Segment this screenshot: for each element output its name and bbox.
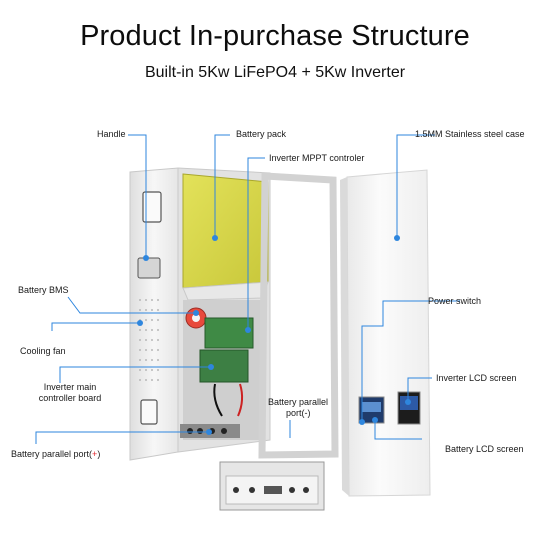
- label-steel-case: 1.5MM Stainless steel case: [415, 129, 525, 139]
- label-battery-parallel-minus: Battery parallel port(-): [268, 397, 348, 419]
- battery-pack-block: [182, 173, 269, 301]
- leader-lines: [35, 134, 460, 444]
- label-battery-parallel-minus-line2: port(-): [286, 408, 311, 418]
- label-battery-pack: Battery pack: [236, 129, 287, 139]
- handle-bottom-icon: [140, 399, 158, 425]
- label-battery-lcd: Battery LCD screen: [445, 444, 524, 454]
- page-subtitle: Built-in 5Kw LiFePO4 + 5Kw Inverter: [144, 64, 406, 81]
- plus-sign: +: [92, 449, 98, 459]
- label-inverter-main-line1: Inverter main: [43, 382, 97, 392]
- label-inverter-mppt: Inverter MPPT controler: [269, 153, 365, 163]
- label-inverter-main: Inverter main controller board: [35, 382, 105, 404]
- label-battery-parallel-plus-suffix: ): [97, 449, 101, 459]
- label-battery-parallel-minus-line1: Battery parallel: [268, 397, 329, 407]
- label-battery-parallel-plus: Battery parallel port(+): [11, 449, 100, 460]
- door-frame: [258, 172, 339, 459]
- label-inverter-main-line2: controller board: [38, 393, 102, 403]
- port-detail-inset: [219, 461, 325, 511]
- mppt-board: [204, 317, 254, 349]
- page-title: Product In-purchase Structure: [80, 20, 470, 52]
- inner-compartment: [180, 300, 263, 440]
- front-cover: [340, 169, 431, 497]
- label-power-switch: Power switch: [428, 296, 482, 306]
- main-controller-board: [199, 349, 249, 383]
- label-handle: Handle: [97, 129, 126, 139]
- handle-top-icon: [142, 191, 162, 223]
- label-cooling-fan: Cooling fan: [20, 346, 66, 356]
- handle-middle-icon: [137, 257, 161, 279]
- label-battery-bms: Battery BMS: [18, 285, 69, 295]
- leader-dots: [137, 235, 411, 435]
- label-battery-parallel-plus-prefix: Battery parallel port(: [11, 449, 93, 459]
- label-inverter-lcd: Inverter LCD screen: [436, 373, 517, 383]
